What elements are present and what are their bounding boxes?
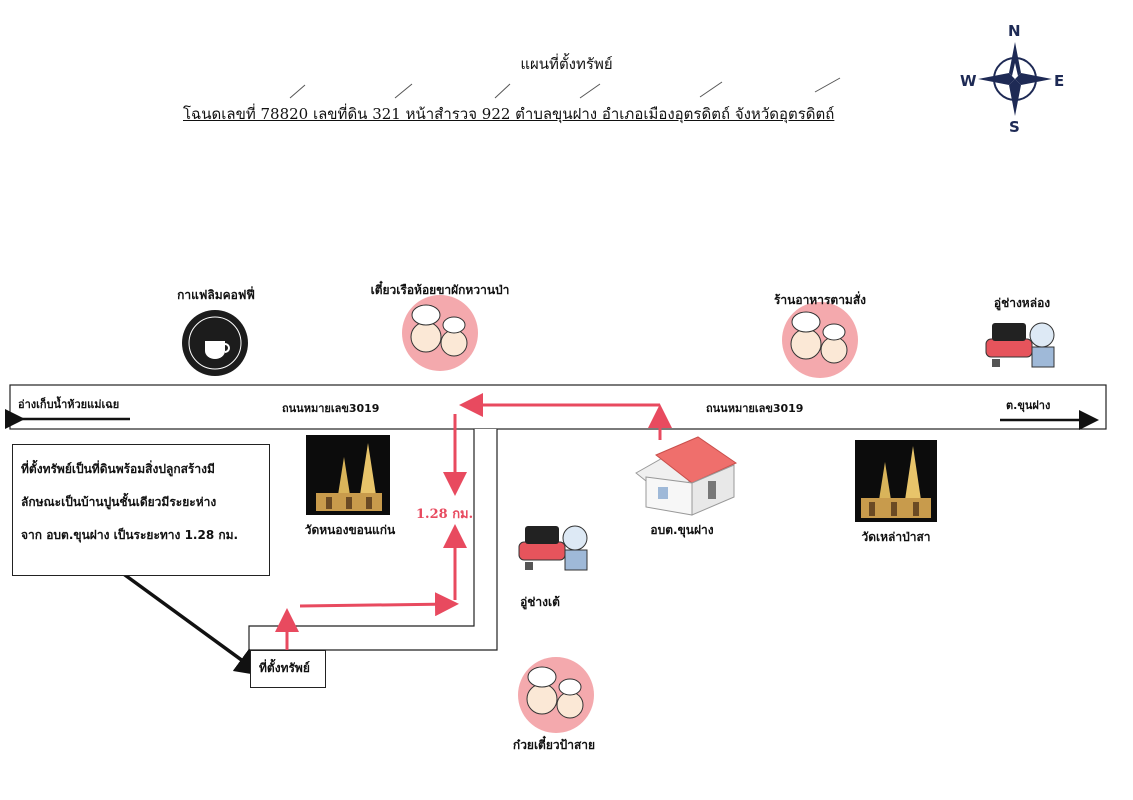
office-label: อบต.ขุนฝาง xyxy=(650,523,714,537)
compass-east: E xyxy=(1054,72,1065,90)
restaurant-label: ร้านอาหารตามสั่ง xyxy=(773,293,867,307)
garage-right-label: อู่ช่างหล่อง xyxy=(993,296,1051,310)
temple-left-label: วัดหนองขอนแก่น xyxy=(304,523,396,537)
car-repair-icon xyxy=(518,525,588,571)
temple-image xyxy=(306,435,390,515)
coffee-logo-icon xyxy=(182,310,248,376)
house-icon xyxy=(635,436,738,516)
property-site-marker: ที่ตั้งทรัพย์ xyxy=(250,650,326,688)
road-label: ถนนหมายเลข3019 xyxy=(706,402,804,415)
boat-noodle-label: เตี๋ยวเรือห้อยขาผักหวานป่า xyxy=(370,283,510,297)
chef-icon xyxy=(518,657,594,733)
info-line-1: ที่ตั้งทรัพย์เป็นที่ดินพร้อมสิ่งปลูกสร้า… xyxy=(21,462,215,476)
noodle-bottom-label: ก๋วยเตี๋ยวป้าสาย xyxy=(512,738,596,752)
chef-icon xyxy=(782,302,858,378)
left-destination-label: อ่างเก็บน้ำห้วยแม่เฉย xyxy=(18,398,120,411)
map-title: แผนที่ตั้งทรัพย์ xyxy=(520,55,613,73)
garage-mid-label: อู่ช่างเต้ xyxy=(520,595,560,609)
compass-west: W xyxy=(960,72,977,90)
temple-right-label: วัดเหล่าป่าสา xyxy=(861,530,931,544)
info-line-2: ลักษณะเป็นบ้านปูนชั้นเดียวมีระยะห่าง xyxy=(21,495,217,509)
route-path xyxy=(275,393,672,652)
chef-icon xyxy=(402,295,478,371)
compass-south: S xyxy=(1009,118,1020,136)
car-repair-icon xyxy=(985,322,1055,368)
compass-rose-icon xyxy=(978,42,1052,116)
deed-info-line: โฉนดเลขที่ 78820 เลขที่ดิน 321 หน้าสำรวจ… xyxy=(183,105,835,123)
info-line-3: จาก อบต.ขุนฝาง เป็นระยะทาง 1.28 กม. xyxy=(21,528,239,542)
route-distance: 1.28 กม. xyxy=(416,507,474,522)
compass-north: N xyxy=(1008,22,1021,40)
temple-image xyxy=(855,440,937,522)
main-road-3019 xyxy=(9,384,1107,430)
side-road xyxy=(248,429,498,651)
road-label: ถนนหมายเลข3019 xyxy=(282,402,380,415)
cafe-label: กาแฟลิมคอฟฟี่ xyxy=(177,288,255,302)
pen-marks xyxy=(289,77,841,99)
right-destination-label: ต.ขุนฝาง xyxy=(1006,399,1051,412)
property-info-box: ที่ตั้งทรัพย์เป็นที่ดินพร้อมสิ่งปลูกสร้า… xyxy=(12,444,270,576)
